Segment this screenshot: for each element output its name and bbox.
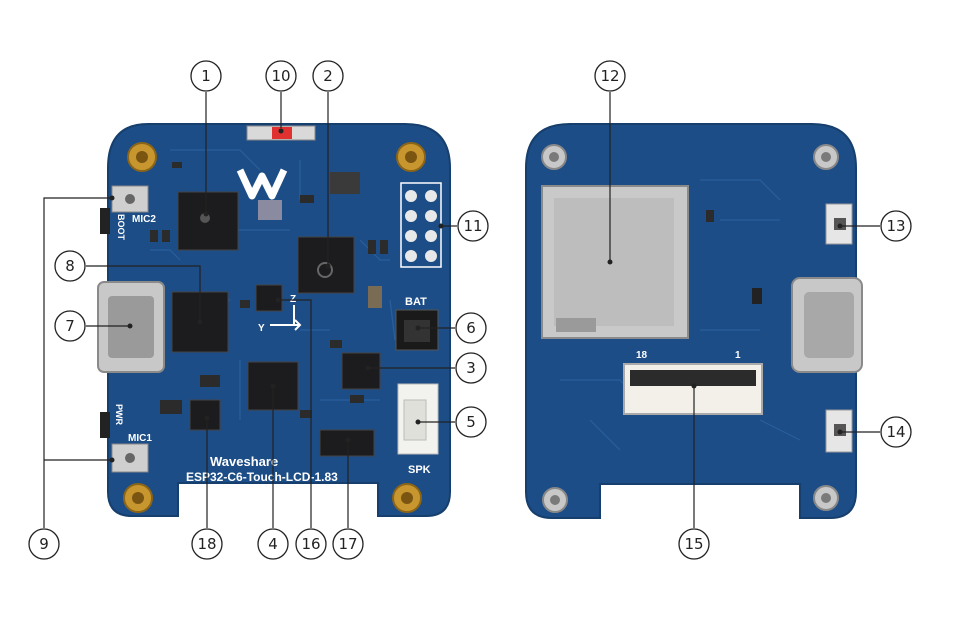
- model-silkscreen: ESP32-C6-Touch-LCD-1.83: [186, 470, 338, 484]
- callout-11: 11: [457, 210, 489, 242]
- esp32-c6-chip: [177, 191, 239, 251]
- callout-12: 12: [594, 60, 626, 92]
- boot-button: [100, 208, 110, 234]
- front-board: BAT SPK MIC2 MIC1 BOOT PWR Y Z Waveshare…: [97, 123, 451, 517]
- svg-text:12: 12: [600, 67, 619, 85]
- power-chip: [189, 399, 221, 431]
- imu-chip: [255, 284, 283, 312]
- callout-16: 16: [295, 528, 327, 560]
- callout-3: 3: [455, 352, 487, 384]
- back-smd: [752, 288, 762, 304]
- imu-axis-icon: [270, 305, 302, 331]
- callout-2: 2: [312, 60, 344, 92]
- back-pcb-traces: [560, 179, 801, 451]
- svg-text:18: 18: [197, 535, 216, 553]
- svg-text:10: 10: [271, 67, 290, 85]
- svg-text:9: 9: [39, 535, 49, 553]
- waveshare-logo-icon: [236, 168, 288, 200]
- battery-connector: [395, 309, 439, 351]
- axis-y-label: Y: [258, 323, 265, 334]
- brand-silkscreen: Waveshare: [210, 454, 278, 469]
- svg-text:6: 6: [466, 319, 476, 337]
- smd-components: [150, 162, 388, 418]
- callout-8: 8: [54, 250, 86, 282]
- callouts: 1 10 2 11 6 3 5 8 7 9 18 4 16 17 12 13 1…: [28, 60, 912, 560]
- svg-text:15: 15: [684, 535, 703, 553]
- crystal: [330, 172, 360, 194]
- pwr-label: PWR: [114, 404, 124, 425]
- leader-lines: [43, 92, 880, 528]
- crystal-small: [258, 200, 282, 220]
- callout-13: 13: [880, 210, 912, 242]
- svg-text:7: 7: [65, 317, 75, 335]
- callout-15: 15: [678, 528, 710, 560]
- svg-text:17: 17: [338, 535, 357, 553]
- svg-text:14: 14: [886, 423, 905, 441]
- svg-text:16: 16: [301, 535, 320, 553]
- callout-5: 5: [455, 406, 487, 438]
- spk-label: SPK: [408, 464, 431, 476]
- svg-text:2: 2: [323, 67, 333, 85]
- callout-7: 7: [54, 310, 86, 342]
- callout-14: 14: [880, 416, 912, 448]
- leader-dots: [109, 128, 843, 463]
- back-board: 18 1: [525, 123, 863, 519]
- svg-text:3: 3: [466, 359, 476, 377]
- callout-10: 10: [265, 60, 297, 92]
- callout-9: 9: [28, 528, 60, 560]
- svg-text:13: 13: [886, 217, 905, 235]
- pin1-label: 1: [735, 350, 741, 361]
- mic2-label: MIC2: [132, 214, 156, 225]
- amplifier-chip: [319, 429, 375, 457]
- callout-1: 1: [190, 60, 222, 92]
- inductor: [368, 286, 382, 308]
- mic1-label: MIC1: [128, 433, 152, 444]
- callout-17: 17: [332, 528, 364, 560]
- pwr-button: [100, 412, 110, 438]
- pin18-label: 18: [636, 350, 648, 361]
- svg-text:8: 8: [65, 257, 75, 275]
- svg-text:11: 11: [463, 217, 482, 235]
- callout-4: 4: [257, 528, 289, 560]
- callout-18: 18: [191, 528, 223, 560]
- bat-label: BAT: [405, 296, 427, 308]
- svg-text:5: 5: [466, 413, 476, 431]
- rtc-chip: [341, 352, 381, 390]
- callout-6: 6: [455, 312, 487, 344]
- boot-label: BOOT: [116, 214, 126, 241]
- svg-text:4: 4: [268, 535, 278, 553]
- svg-text:1: 1: [201, 67, 211, 85]
